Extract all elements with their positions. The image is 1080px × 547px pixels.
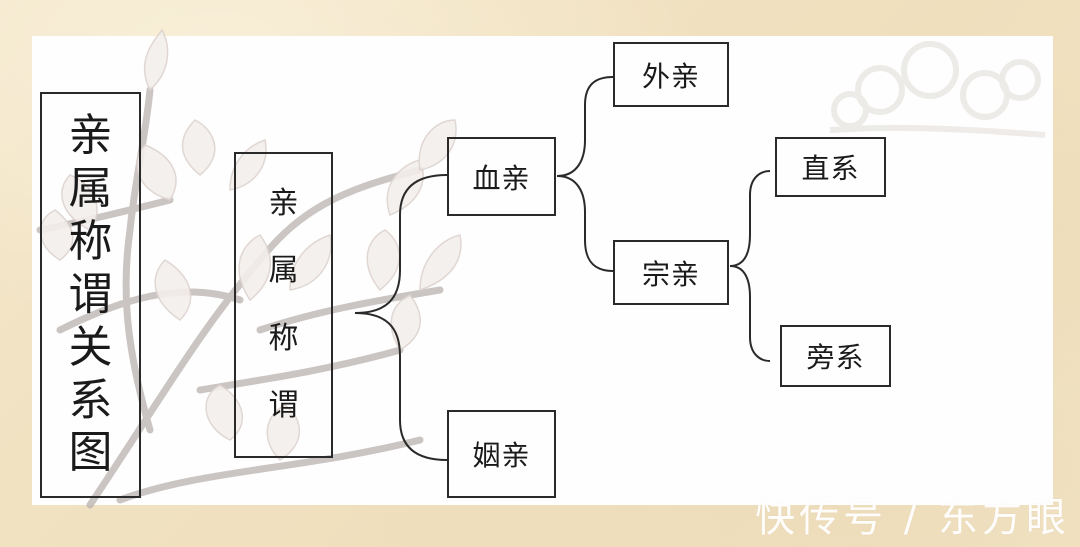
node-zongqin: 宗亲: [613, 240, 729, 305]
node-pangxi: 旁系: [780, 325, 891, 387]
edge-zongqin-zhixi: [729, 170, 771, 267]
node-label: 血亲: [472, 161, 531, 195]
watermark: 快传号 / 东方眼: [755, 495, 1070, 541]
node-label: 姻亲: [472, 439, 531, 472]
root-node-box: 亲 属 称 谓: [234, 152, 333, 458]
title-char: 亲: [68, 110, 113, 162]
edge-root-yinqin: [354, 312, 448, 461]
node-yinqin: 姻亲: [447, 410, 556, 498]
root-char: 谓: [268, 388, 299, 424]
title-char: 图: [68, 427, 113, 479]
title-char: 称: [68, 216, 113, 268]
node-zhixi: 直系: [775, 137, 886, 197]
title-char: 属: [68, 163, 113, 215]
title-char: 系: [68, 374, 113, 426]
root-node-label: 亲 属 称 谓: [269, 170, 299, 440]
diagram-title: 亲 属 称 谓 关 系 图: [69, 110, 113, 480]
edge-xueqin-zongqin: [556, 175, 614, 272]
node-label: 直系: [801, 152, 860, 185]
node-label: 外亲: [641, 59, 700, 93]
edge-zongqin-pangxi: [729, 265, 771, 362]
root-char: 亲: [268, 185, 299, 221]
title-char: 谓: [68, 268, 113, 320]
root-char: 属: [268, 253, 299, 289]
node-label: 旁系: [806, 341, 865, 374]
edge-root-xueqin: [354, 174, 448, 314]
title-char: 关: [68, 321, 113, 373]
node-xueqin: 血亲: [447, 137, 556, 216]
root-char: 称: [268, 320, 299, 356]
diagram-title-box: 亲 属 称 谓 关 系 图: [40, 92, 141, 498]
node-waiqin: 外亲: [613, 42, 729, 107]
node-label: 宗亲: [641, 257, 700, 291]
edge-xueqin-waiqin: [556, 76, 614, 177]
